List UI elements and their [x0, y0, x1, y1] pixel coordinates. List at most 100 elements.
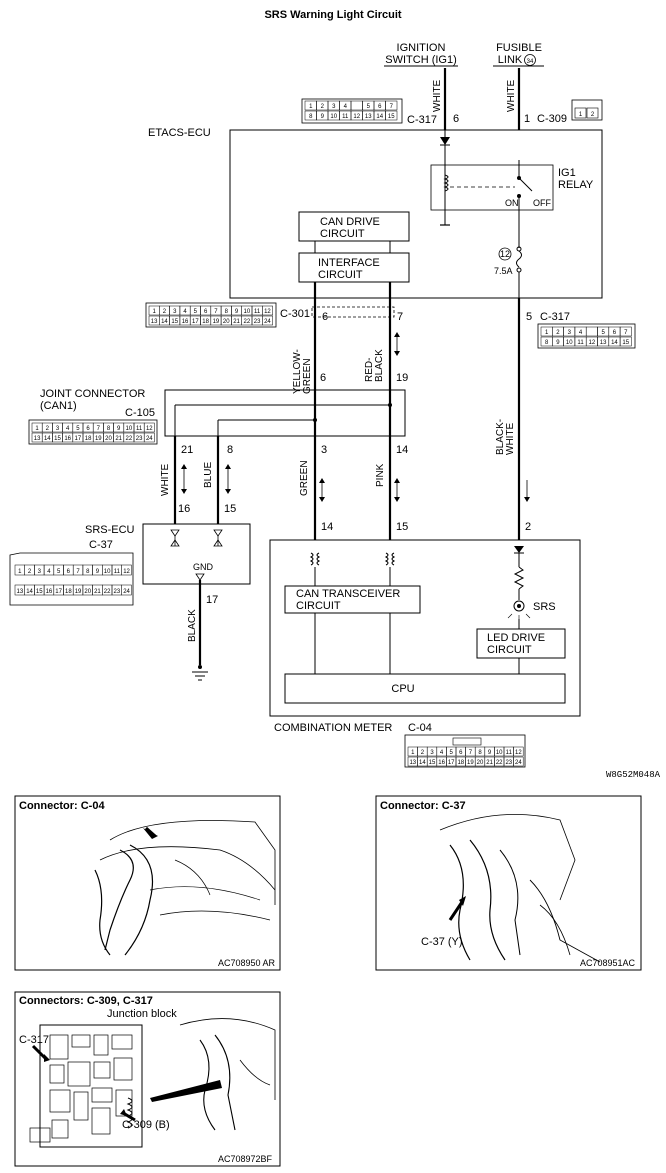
c105-pin: 6	[86, 426, 90, 432]
diagram-code: W8G52M048A	[606, 770, 661, 780]
pin-3: 3	[321, 444, 327, 456]
c04-pin: 23	[505, 760, 512, 766]
gnd-label: GND	[193, 562, 214, 572]
c37-pin: 24	[123, 589, 130, 595]
fusible-label-2: LINK	[498, 54, 523, 66]
photo-code-c04: AC708950 AR	[218, 958, 276, 968]
c37-pin: 13	[17, 589, 24, 595]
c105-pin: 19	[95, 436, 102, 442]
c37-pin: 5	[57, 569, 61, 575]
c301-pin: 2	[163, 309, 167, 315]
c301-pin: 7	[214, 309, 218, 315]
can-transceiver-label-1: CAN TRANSCEIVER	[296, 588, 400, 600]
srs-lamp-label: SRS	[533, 601, 556, 613]
c04-pin: 12	[515, 750, 522, 756]
c105-pin: 11	[136, 426, 143, 432]
c301-pin: 12	[264, 309, 271, 315]
ignition-label-2: SWITCH (IG1)	[385, 54, 457, 66]
combination-meter-box	[269, 539, 581, 717]
c37-pin: 17	[55, 589, 62, 595]
wire-label-green-sub: GREEN	[302, 358, 313, 394]
wire-label-white-2: WHITE	[506, 79, 517, 112]
pin-19-joint: 19	[396, 372, 408, 384]
c301-pin: 18	[202, 319, 209, 325]
pin-8: 8	[227, 444, 233, 456]
wire-label-white-1: WHITE	[432, 79, 443, 112]
pin-6-joint: 6	[320, 372, 326, 384]
cpu-label: CPU	[391, 683, 414, 695]
can-transceiver-label-2: CIRCUIT	[296, 600, 341, 612]
c105-pin: 4	[66, 426, 70, 432]
arrow-bidir-icon	[181, 464, 400, 502]
pin-15: 15	[224, 503, 236, 515]
c105-pin: 18	[85, 436, 92, 442]
c301-pin: 4	[183, 309, 187, 315]
c37-cell	[121, 564, 132, 576]
c04-pin: 13	[409, 760, 416, 766]
photo-panel-c04: Connector: C-04 AC708950 AR	[14, 795, 281, 971]
c105-pin: 3	[56, 426, 60, 432]
c317b-pin: 3	[568, 330, 572, 336]
c317a-pin: 6	[378, 104, 382, 110]
c317a-cell	[385, 110, 398, 121]
fuse-icon	[516, 250, 522, 268]
c317a-pin: 4	[344, 104, 348, 110]
wire-label-blue: BLUE	[203, 462, 214, 488]
c301-pin: 20	[223, 319, 230, 325]
c37-pin: 2	[28, 569, 32, 575]
c37-pin: 6	[67, 569, 71, 575]
c317b-pin: 15	[622, 340, 629, 346]
c105-pin: 7	[97, 426, 101, 432]
c37-pin: 14	[26, 589, 33, 595]
c301-pin: 13	[151, 319, 158, 325]
pin-21: 21	[181, 444, 193, 456]
c37-pin: 12	[123, 569, 130, 575]
c04-cell	[513, 756, 524, 767]
connector-c04-label: C-04	[408, 722, 432, 734]
diode-icon	[440, 137, 450, 145]
photo-title-c37: Connector: C-37	[380, 800, 466, 812]
svg-text:1: 1	[579, 112, 583, 118]
c301-cell	[262, 315, 273, 326]
c37-pin: 16	[46, 589, 53, 595]
ignition-label-1: IGNITION	[397, 42, 446, 54]
c37-pin: 4	[47, 569, 51, 575]
c301-pin: 15	[171, 319, 178, 325]
c105-pin: 14	[44, 436, 51, 442]
arrow-callout-icon	[44, 1054, 50, 1062]
can-transceiver-box	[284, 585, 421, 614]
c04-pin: 22	[496, 760, 503, 766]
connector-c301-label: C-301	[280, 308, 310, 320]
srs-ecu-label: SRS-ECU	[85, 524, 135, 536]
c37-pin: 7	[76, 569, 80, 575]
srs-ecu-box	[142, 523, 251, 585]
photo-code-c37: AC708951AC	[580, 958, 636, 968]
c301-pin: 16	[182, 319, 189, 325]
c04-pin: 7	[469, 750, 473, 756]
c04-pin: 6	[459, 750, 463, 756]
c04-pin: 2	[421, 750, 425, 756]
fusible-label-1: FUSIBLE	[496, 42, 542, 54]
c301-pin: 19	[213, 319, 220, 325]
c37-pin: 19	[75, 589, 82, 595]
c105-cell	[143, 432, 155, 443]
c37-pin: 20	[84, 589, 91, 595]
c317b-pin: 13	[600, 340, 607, 346]
c37-pin: 23	[114, 589, 121, 595]
c317a-pin: 14	[376, 114, 383, 120]
fuse-rating: 7.5A	[494, 266, 513, 276]
photo-subtitle-junction: Junction block	[107, 1008, 177, 1020]
c04-pin: 19	[467, 760, 474, 766]
c105-pin: 17	[75, 436, 82, 442]
photo-panel-junction: Connectors: C-309, C-317 Junction block …	[14, 991, 281, 1167]
c37-pin: 22	[104, 589, 111, 595]
pin-16: 16	[178, 503, 190, 515]
c301-pin: 3	[173, 309, 177, 315]
arrow-bidir-icon	[394, 332, 400, 356]
c04-pin: 3	[430, 750, 434, 756]
c04-pin: 1	[411, 750, 415, 756]
wire-label-pink: PINK	[375, 463, 386, 487]
